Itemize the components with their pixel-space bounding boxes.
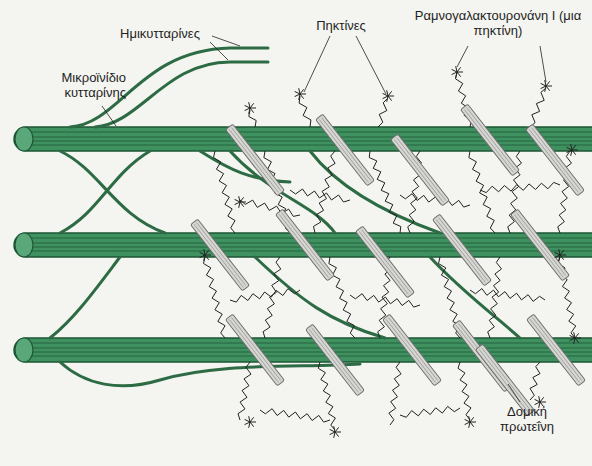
- structural-proteins: [191, 104, 586, 416]
- pectin-chain: [314, 151, 336, 233]
- microfibril-label: Μικροϊνίδιο κυτταρίνης: [24, 70, 126, 100]
- pectin-chain: [369, 151, 401, 233]
- pectin-chain: [204, 257, 226, 338]
- hemicellulose-label: Ημικυτταρίνες: [108, 26, 212, 41]
- pectin-chain: [290, 189, 350, 202]
- pectin-chain: [299, 96, 311, 127]
- protein-rod: [527, 314, 586, 386]
- protein-rod: [316, 114, 375, 186]
- protein-rod: [383, 314, 442, 386]
- pectin-chain: [389, 362, 401, 425]
- tuft: [452, 66, 463, 78]
- pectin-chain: [263, 257, 281, 338]
- tuft: [295, 88, 306, 100]
- tuft: [245, 102, 256, 114]
- microfibril: [14, 127, 592, 151]
- protein-rod: [191, 219, 250, 291]
- tuft: [383, 90, 394, 102]
- pectin-chain: [230, 289, 300, 302]
- protein-rod: [356, 226, 415, 298]
- pectin-chain: [400, 406, 460, 417]
- protein-rod: [461, 104, 520, 176]
- protein-rod: [276, 209, 335, 281]
- pectin-chain: [329, 257, 355, 338]
- protein-rod: [226, 124, 285, 196]
- pectin-chain: [240, 200, 300, 216]
- tuft: [567, 144, 578, 156]
- protein-label: Δομική πρωτεΐνη: [484, 404, 570, 434]
- pectin-network: [204, 72, 576, 430]
- microfibril: [14, 338, 592, 362]
- pectin-chain: [378, 98, 388, 127]
- protein-rod: [511, 209, 570, 281]
- pectin-chain: [488, 257, 502, 338]
- tuft: [465, 416, 476, 428]
- protein-rod: [306, 324, 365, 396]
- pectin-chain: [214, 151, 236, 233]
- pectin-chain: [238, 362, 251, 420]
- pectin-chain: [470, 289, 545, 302]
- pectin-chain: [530, 88, 546, 127]
- pectin-chain: [530, 362, 540, 400]
- leader-lines: [102, 36, 546, 402]
- rhamnogalacturonan-label: Ραμνογαλακτουρονάνη Ι (μια πηκτίνη): [410, 8, 586, 38]
- tuft: [200, 249, 211, 261]
- tuft: [570, 332, 581, 344]
- tuft: [555, 249, 566, 261]
- protein-rod: [526, 124, 585, 196]
- tuft: [330, 426, 341, 438]
- tuft: [235, 196, 246, 208]
- pectin-chain: [458, 362, 471, 420]
- protein-rod: [433, 214, 492, 286]
- protein-rod: [226, 314, 285, 386]
- pectin-chain: [469, 151, 495, 233]
- protein-rod: [391, 134, 450, 206]
- pectin-chain: [318, 362, 335, 430]
- pectin-chain: [249, 110, 256, 127]
- rhamnogalacturonan-tufts: [200, 66, 581, 438]
- tuft: [245, 416, 256, 428]
- pectin-chain: [480, 182, 560, 192]
- pectin-label: Πηκτίνες: [300, 18, 382, 33]
- pectin-chain: [260, 409, 330, 422]
